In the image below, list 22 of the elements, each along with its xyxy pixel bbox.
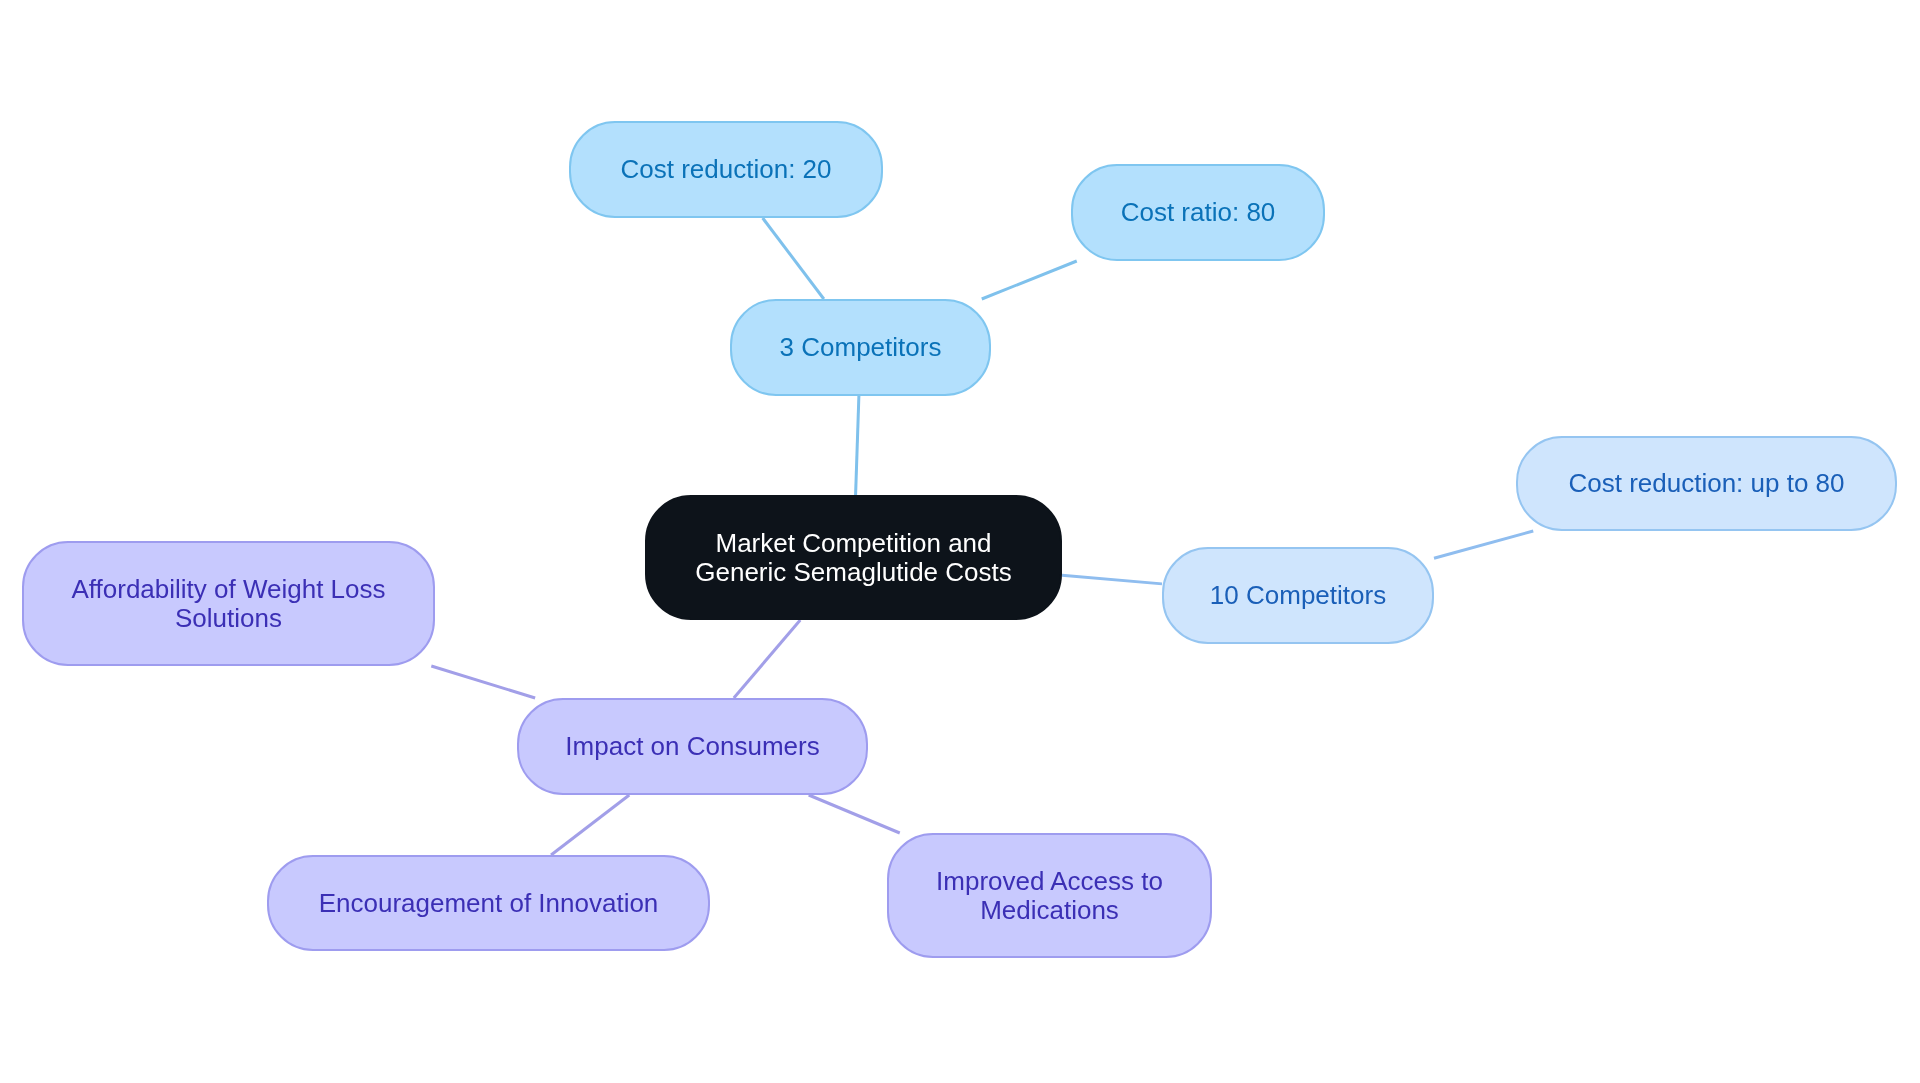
topic-box xyxy=(887,833,1212,958)
topic-label: Affordability of Weight Loss Solutions xyxy=(70,574,387,633)
topic-box xyxy=(22,541,435,666)
connector-line xyxy=(761,217,826,300)
topic-label: Improved Access to Medications xyxy=(935,866,1164,925)
topic-label: Cost ratio: 80 xyxy=(1120,198,1276,227)
topic-label: 3 Competitors xyxy=(779,333,942,362)
connector-line xyxy=(1433,529,1534,560)
connector-line xyxy=(1061,573,1163,586)
connector-line xyxy=(732,619,802,699)
topic-label: 10 Competitors xyxy=(1209,581,1387,610)
topic-label: Cost reduction: 20 xyxy=(620,155,832,184)
connector-line xyxy=(550,793,631,857)
topic-label: Encouragement of Innovation xyxy=(318,888,659,918)
connector-line xyxy=(854,395,861,496)
topic-label: Market Competition and Generic Semaglutide Costs xyxy=(694,528,1013,587)
connector-line xyxy=(981,259,1078,301)
connector-line xyxy=(808,793,901,835)
connector-line xyxy=(430,664,536,700)
central-topic-box xyxy=(645,495,1062,620)
topic-label: Cost reduction: up to 80 xyxy=(1568,469,1845,498)
topic-label: Impact on Consumers xyxy=(565,732,820,761)
